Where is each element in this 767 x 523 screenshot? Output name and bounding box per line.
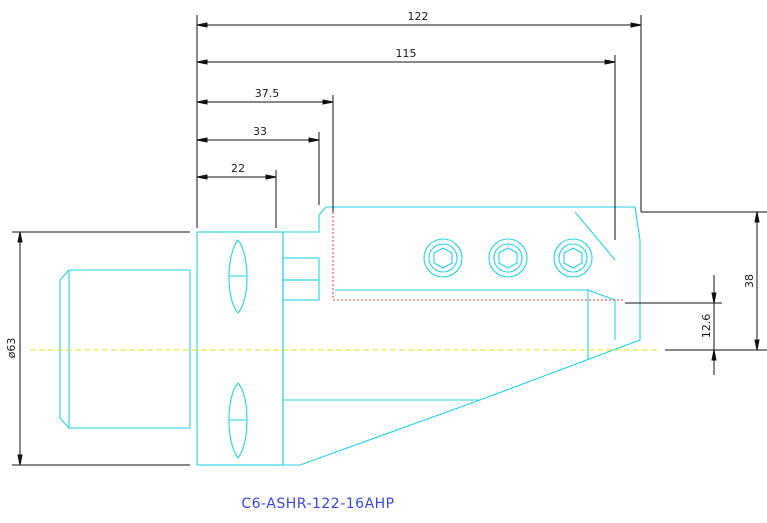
tool-block	[282, 206, 641, 466]
screw-3	[553, 238, 593, 278]
coolant-pin-top	[282, 257, 320, 281]
flange	[196, 231, 284, 466]
screw-2	[488, 238, 528, 278]
dim-height-38: 38	[743, 274, 756, 288]
dim-length-37-5: 37.5	[255, 87, 280, 100]
dim-length-22: 22	[231, 162, 245, 175]
part-outline	[59, 206, 641, 466]
dim-length-115: 115	[396, 47, 417, 60]
dim-overall-length: 122	[408, 10, 429, 23]
drive-slot-top	[228, 239, 248, 314]
dimension-lines	[12, 15, 767, 466]
dim-offset-12-6: 12.6	[700, 314, 713, 339]
dim-length-33: 33	[253, 125, 267, 138]
dim-shank-diameter: ø63	[5, 338, 18, 359]
pocket-line	[574, 211, 616, 261]
hidden-line-insert	[332, 212, 625, 301]
part-number-label: C6-ASHR-122-16AHP	[241, 496, 394, 512]
drive-slot-bottom	[228, 382, 248, 459]
coolant-pin-bottom	[282, 279, 320, 301]
shank-body	[59, 269, 191, 429]
screw-1	[423, 238, 463, 278]
